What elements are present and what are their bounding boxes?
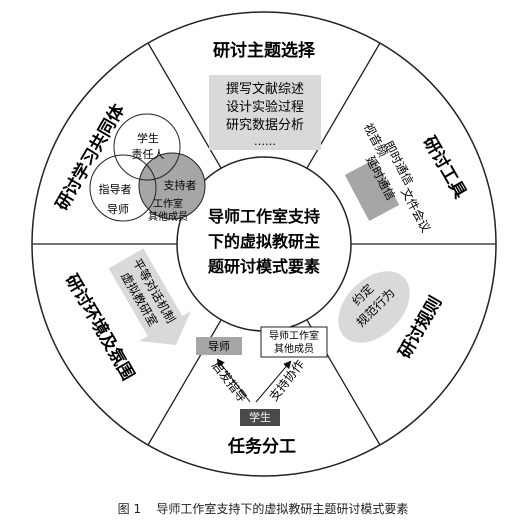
center-line-1: 导师工作室支持 bbox=[208, 207, 320, 226]
venn-top-line-2: 责任人 bbox=[132, 148, 165, 161]
tools-highlight-box bbox=[344, 159, 400, 221]
venn-top-line-1: 学生 bbox=[137, 131, 159, 145]
student-box bbox=[240, 409, 280, 426]
division-title: 任务分工 bbox=[227, 436, 296, 457]
topic-item-3: 研究数据分析 bbox=[226, 118, 304, 133]
figure-caption: 图 1 导师工作室支持下的虚拟教研主题研讨模式要素 bbox=[117, 502, 409, 516]
center-line-2: 下的虚拟教研主 bbox=[208, 232, 320, 251]
student-label: 学生 bbox=[249, 410, 271, 424]
mentor-label: 导师 bbox=[208, 340, 230, 353]
support-arrow bbox=[255, 360, 292, 403]
guide-arrow bbox=[216, 358, 251, 403]
venn-circle-left bbox=[89, 154, 157, 222]
venn-circle-right bbox=[138, 152, 206, 220]
topic-item-2: 设计实验过程 bbox=[226, 99, 304, 115]
venn-right-line-2: 其他成员 bbox=[148, 210, 188, 223]
members-box bbox=[260, 326, 328, 358]
venn-circle-top bbox=[113, 113, 181, 181]
topic-title: 研讨主题选择 bbox=[213, 40, 316, 61]
center-line-3: 题研讨模式要素 bbox=[208, 257, 320, 276]
venn-right-top: 支持者 bbox=[164, 178, 197, 192]
topic-item-ellipsis: …… bbox=[254, 135, 276, 148]
venn-left-line-1: 指导者 bbox=[99, 182, 132, 196]
mentor-box bbox=[196, 337, 242, 355]
venn-right-line-1: 工作室 bbox=[153, 197, 183, 210]
divider-community-topic bbox=[147, 42, 222, 169]
topic-item-1: 撰写文献综述 bbox=[226, 82, 304, 97]
venn-left-line-2: 导师 bbox=[107, 203, 129, 216]
rules-oval bbox=[338, 271, 410, 343]
members-line-2: 其他成员 bbox=[274, 342, 314, 355]
members-line-1: 导师工作室 bbox=[269, 329, 319, 342]
topic-box bbox=[209, 75, 321, 150]
